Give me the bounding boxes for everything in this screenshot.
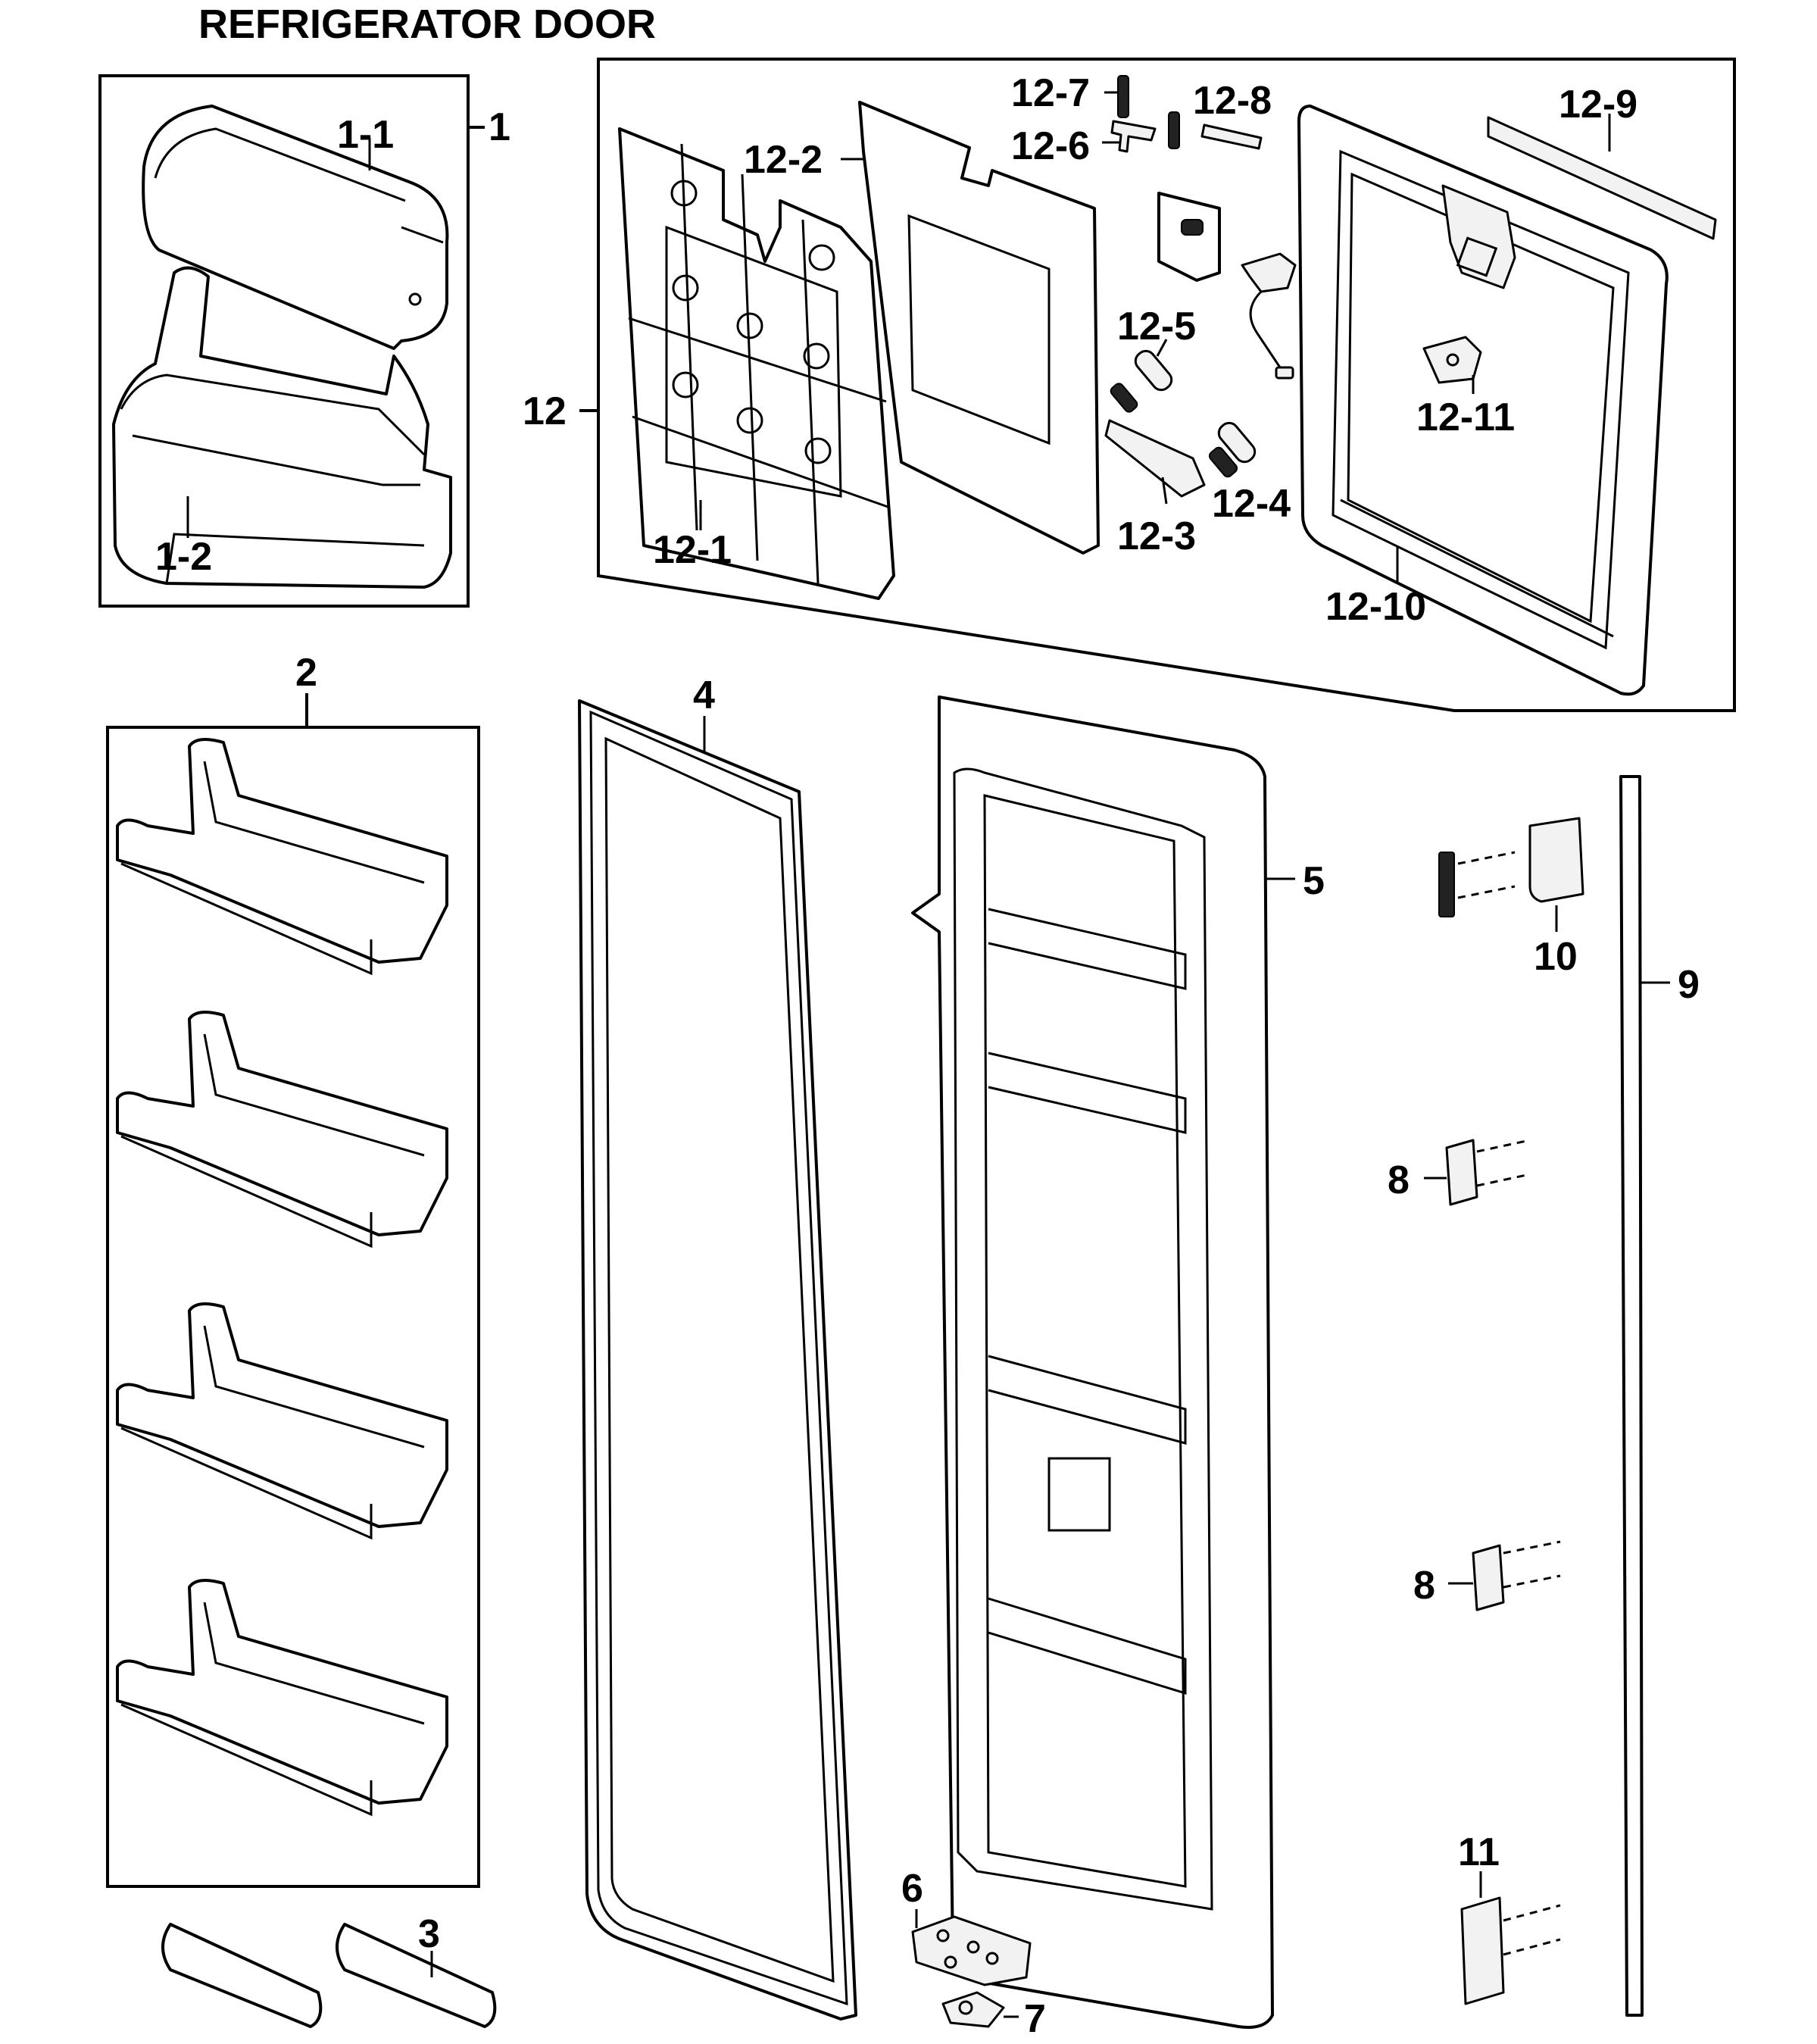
- label-3: 3: [418, 1912, 440, 1956]
- door-guard-4: [116, 1579, 448, 1817]
- part-12-9-top-trim: 12-9: [1487, 83, 1717, 240]
- part-1-2-door-bin: 1-2: [112, 266, 452, 589]
- label-12-8: 12-8: [1193, 79, 1272, 123]
- part-12-6-stopper: 12-6: [1011, 120, 1157, 168]
- label-4: 4: [693, 674, 715, 717]
- label-12-11: 12-11: [1416, 395, 1515, 439]
- label-2: 2: [295, 651, 317, 695]
- label-1-2: 1-2: [155, 535, 212, 579]
- part-12-10-outer-frame: 12-10: [1297, 105, 1669, 696]
- part-8-upper-clip: 8: [1388, 1139, 1531, 1206]
- label-8-lower: 8: [1413, 1564, 1435, 1608]
- diagram-title: REFRIGERATOR DOOR: [198, 2, 656, 47]
- part-12-7-spring: 12-7: [1011, 71, 1129, 118]
- part-6-hinge-plate: 6: [901, 1867, 1032, 1986]
- label-12-10: 12-10: [1325, 585, 1426, 629]
- label-6: 6: [901, 1867, 923, 1911]
- group-2-box: 2: [106, 651, 480, 1888]
- label-12-7: 12-7: [1011, 71, 1090, 115]
- label-12: 12: [523, 389, 567, 433]
- door-guard-2: [116, 1011, 448, 1249]
- part-3-guard-caps: 3: [161, 1912, 497, 2028]
- part-12-3-lever-arm: 12-3: [1104, 419, 1206, 558]
- part-12-1-panel-frame: 12-1: [618, 127, 895, 600]
- part-12-2-door-panel: 12-2: [744, 101, 1100, 555]
- label-12-1: 12-1: [653, 528, 732, 572]
- door-guard-3: [116, 1302, 448, 1540]
- part-4-door-gasket: 4: [578, 674, 857, 2021]
- part-9-hinge-rod: 9: [1619, 775, 1700, 2017]
- label-7: 7: [1024, 1997, 1046, 2041]
- group-1-box: 1: [98, 74, 510, 608]
- part-12-bracket: [1157, 192, 1297, 380]
- group-12-box: 12: [523, 58, 1736, 712]
- label-9: 9: [1678, 963, 1700, 1007]
- label-11: 11: [1458, 1830, 1500, 1874]
- part-7-hinge-cam: 7: [941, 1991, 1046, 2041]
- part-11-door-switch: 11: [1458, 1830, 1561, 2005]
- label-12-5: 12-5: [1117, 305, 1196, 348]
- part-1-1-bin-cover: 1-1: [142, 105, 449, 350]
- part-12-8-spring: 12-8: [1168, 79, 1272, 150]
- label-12-9: 12-9: [1559, 83, 1637, 127]
- part-12-11-hinge: 12-11: [1416, 336, 1515, 439]
- label-12-3: 12-3: [1117, 514, 1196, 558]
- label-8-upper: 8: [1388, 1158, 1410, 1202]
- part-12-5-pin: 12-5: [1110, 305, 1196, 413]
- label-5: 5: [1303, 859, 1325, 903]
- part-8-lower-clip: 8: [1413, 1540, 1561, 1611]
- part-12-4-pin: 12-4: [1208, 421, 1291, 526]
- label-12-2: 12-2: [744, 138, 823, 182]
- door-guard-1: [116, 738, 448, 976]
- label-1: 1: [489, 105, 510, 149]
- label-12-4: 12-4: [1212, 482, 1291, 526]
- part-10-door-stopper: 10: [1438, 817, 1584, 979]
- label-12-6: 12-6: [1011, 124, 1090, 168]
- label-1-1: 1-1: [337, 113, 394, 157]
- part-5-door-liner: 5: [911, 695, 1325, 2029]
- door-guard-bins: [116, 738, 448, 1817]
- label-10: 10: [1534, 935, 1578, 979]
